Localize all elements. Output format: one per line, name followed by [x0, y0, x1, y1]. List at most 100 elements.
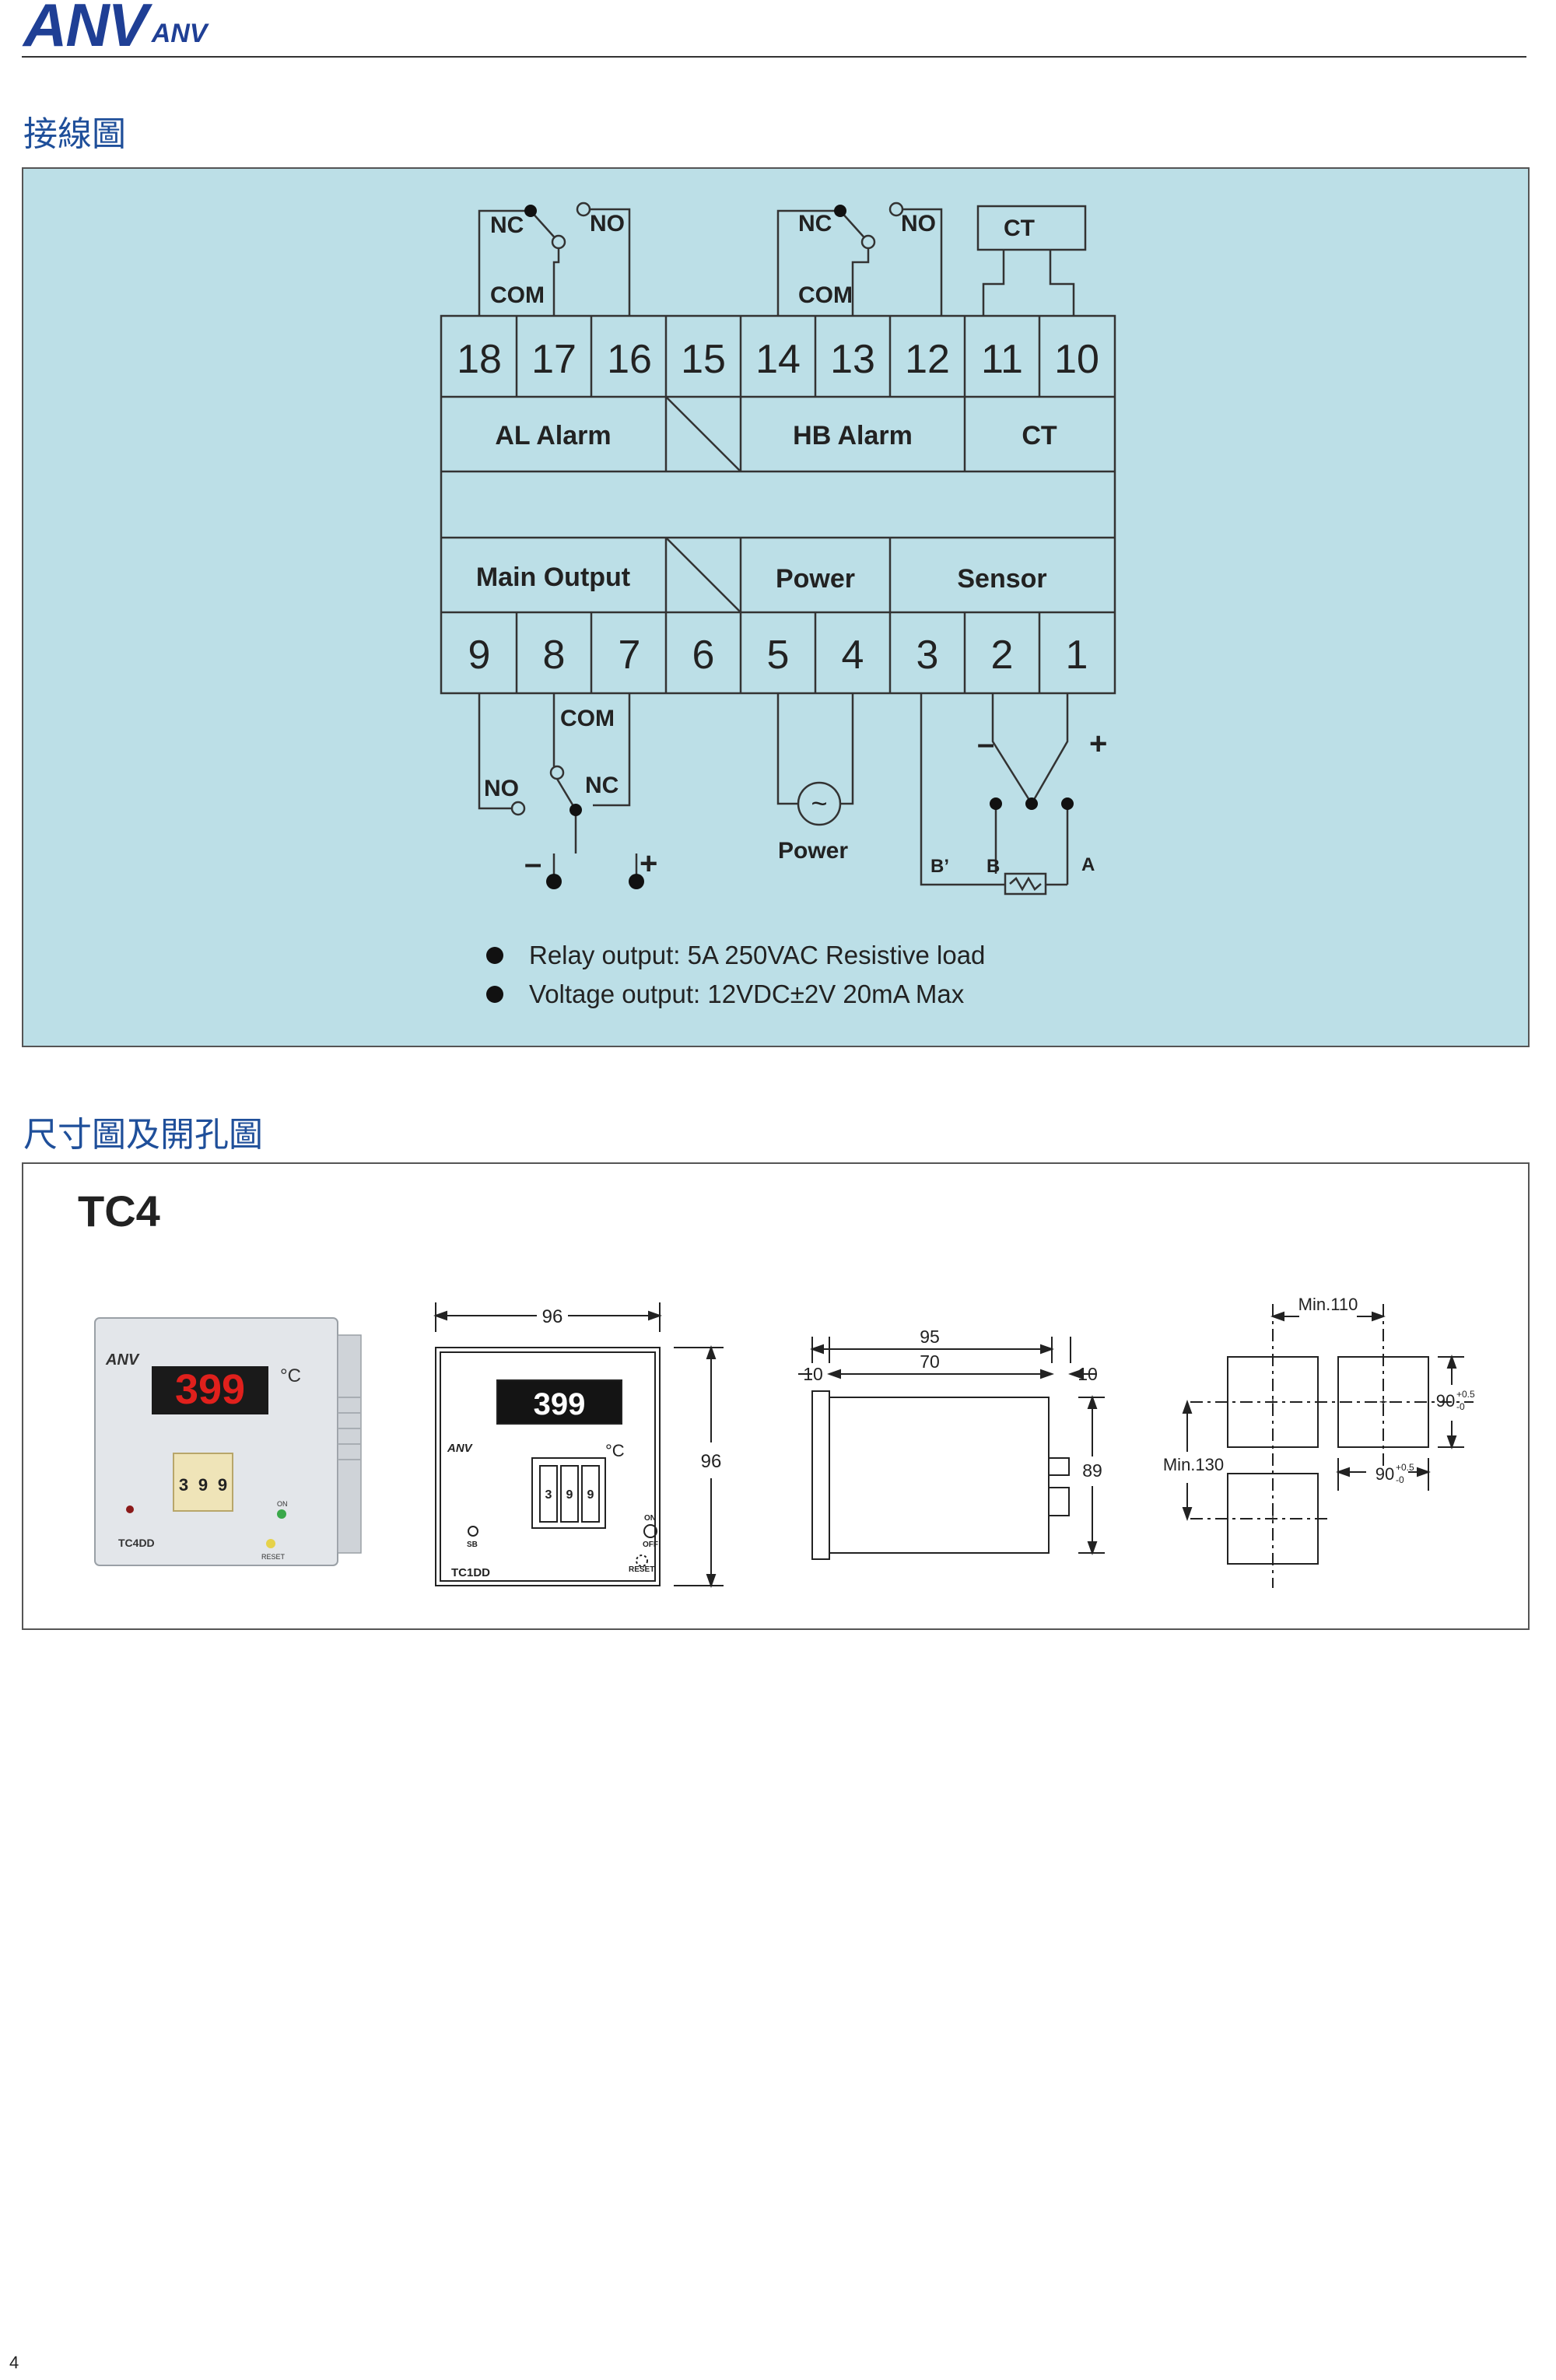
header-rule — [22, 56, 1526, 58]
label-al-com: COM — [490, 282, 545, 308]
cutout-tol-zero-v: -0 — [1456, 1401, 1465, 1412]
terminal-16: 16 — [607, 337, 652, 382]
logo-small: ANV — [151, 19, 208, 48]
front-height-label: 96 — [701, 1451, 722, 1472]
terminal-6: 6 — [692, 633, 715, 678]
dimension-drawing: TC4 ANV 399 °C 3 9 9 ON TC4DD — [78, 1186, 1475, 1588]
wiring-diagram-panel: 18 17 16 15 14 13 12 11 10 9 8 7 6 5 4 3… — [22, 167, 1530, 1047]
note-relay-output: Relay output: 5A 250VAC Resistive load — [529, 941, 985, 969]
photo-brand: ANV — [105, 1351, 140, 1369]
cutout-min-vertical: Min.130 — [1163, 1455, 1224, 1474]
terminal-17: 17 — [531, 337, 576, 382]
group-hb-alarm: HB Alarm — [793, 421, 913, 450]
page-number: 4 — [9, 2353, 19, 2372]
side-terminal-depth: 10 — [1078, 1364, 1098, 1384]
photo-display: 399 — [175, 1366, 245, 1413]
bullet-icon — [486, 986, 503, 1003]
side-view — [798, 1337, 1105, 1560]
label-main-no: NO — [484, 776, 519, 801]
front-dial-3: 9 — [587, 1488, 594, 1502]
label-al-no: NO — [590, 211, 625, 237]
label-rtd-b: B — [987, 856, 1000, 877]
label-rtd-a: A — [1081, 854, 1095, 875]
label-hb-nc: NC — [798, 211, 832, 237]
front-unit: °C — [605, 1441, 625, 1460]
terminal-13: 13 — [830, 337, 875, 382]
cutout-view — [1182, 1304, 1474, 1588]
svg-text:+: + — [1379, 1394, 1388, 1410]
terminal-18: 18 — [457, 337, 502, 382]
label-sensor-minus: – — [977, 727, 994, 761]
terminal-14: 14 — [755, 337, 801, 382]
svg-text:+: + — [1269, 1511, 1277, 1526]
side-total-depth: 95 — [920, 1327, 940, 1347]
label-output-minus: – — [524, 846, 541, 881]
label-power: Power — [778, 838, 848, 864]
front-dial-2: 9 — [566, 1488, 573, 1502]
group-main-output: Main Output — [476, 563, 630, 592]
terminal-4: 4 — [842, 633, 864, 678]
front-model-label: TC1DD — [451, 1566, 490, 1579]
group-al-alarm: AL Alarm — [495, 421, 611, 450]
group-power: Power — [776, 564, 855, 594]
terminal-5: 5 — [767, 633, 790, 678]
cutout-tol-plus-v: +0.5 — [1456, 1389, 1475, 1400]
terminal-8: 8 — [543, 633, 566, 678]
side-front-thickness: 10 — [803, 1364, 823, 1384]
terminal-10: 10 — [1054, 337, 1099, 382]
front-width-label: 96 — [542, 1306, 563, 1327]
cutout-size-horizontal: 90 — [1376, 1464, 1394, 1484]
front-on-label: ON — [644, 1514, 656, 1523]
photo-unit: °C — [280, 1365, 301, 1386]
terminal-7: 7 — [619, 633, 641, 678]
front-off-label: OFF — [643, 1541, 658, 1549]
brand-logo: ANV ANV — [23, 0, 208, 59]
photo-model-label: TC4DD — [118, 1537, 155, 1549]
cutout-size-vertical: 90 — [1436, 1391, 1455, 1411]
cutout-tol-plus-h: +0.5 — [1396, 1462, 1414, 1473]
dimension-panel: TC4 ANV 399 °C 3 9 9 ON TC4DD — [22, 1162, 1530, 1630]
model-title: TC4 — [78, 1186, 160, 1236]
terminal-9: 9 — [468, 633, 491, 678]
wiring-section-title: 接線圖 — [23, 114, 126, 154]
front-brand: ANV — [447, 1442, 474, 1455]
note-voltage-output: Voltage output: 12VDC±2V 20mA Max — [529, 980, 965, 1008]
photo-dial-1: 3 — [179, 1475, 188, 1495]
label-hb-no: NO — [901, 211, 936, 237]
label-al-nc: NC — [490, 212, 524, 238]
bullet-icon — [486, 947, 503, 964]
label-output-plus: + — [640, 846, 657, 881]
dims-section-title: 尺寸圖及開孔圖 — [23, 1115, 263, 1155]
label-sensor-plus: + — [1089, 727, 1107, 761]
front-display: 399 — [534, 1387, 586, 1421]
terminal-3: 3 — [916, 633, 939, 678]
photo-on-label: ON — [277, 1500, 288, 1508]
cutout-min-horizontal: Min.110 — [1298, 1295, 1358, 1314]
svg-text:+: + — [1269, 1394, 1277, 1410]
label-main-com: COM — [560, 706, 615, 731]
terminal-1: 1 — [1066, 633, 1088, 678]
front-sb-label: SB — [467, 1541, 478, 1549]
label-ct-box: CT — [1004, 216, 1035, 241]
label-rtd-bprime: B’ — [930, 856, 949, 877]
logo-main: ANV — [23, 0, 149, 59]
cutout-tol-zero-h: -0 — [1396, 1474, 1404, 1485]
group-sensor: Sensor — [957, 564, 1046, 594]
wiring-diagram: 18 17 16 15 14 13 12 11 10 9 8 7 6 5 4 3… — [440, 202, 1116, 1008]
group-ct: CT — [1022, 421, 1057, 450]
photo-dial-3: 9 — [218, 1475, 227, 1495]
label-hb-com: COM — [798, 282, 853, 308]
label-main-nc: NC — [585, 773, 619, 798]
photo-dial-2: 9 — [198, 1475, 208, 1495]
reset-icon — [266, 1539, 275, 1548]
ac-source-icon: ~ — [811, 787, 827, 819]
front-view — [433, 1302, 724, 1588]
terminal-2: 2 — [991, 633, 1014, 678]
photo-reset-label: RESET — [261, 1553, 286, 1561]
product-photo: ANV 399 °C 3 9 9 ON TC4DD RESET — [94, 1317, 362, 1566]
front-dial-1: 3 — [545, 1488, 552, 1502]
front-reset-label: RESET — [629, 1565, 654, 1574]
terminal-15: 15 — [681, 337, 726, 382]
terminal-11: 11 — [981, 337, 1023, 382]
side-body-depth: 70 — [920, 1351, 940, 1372]
